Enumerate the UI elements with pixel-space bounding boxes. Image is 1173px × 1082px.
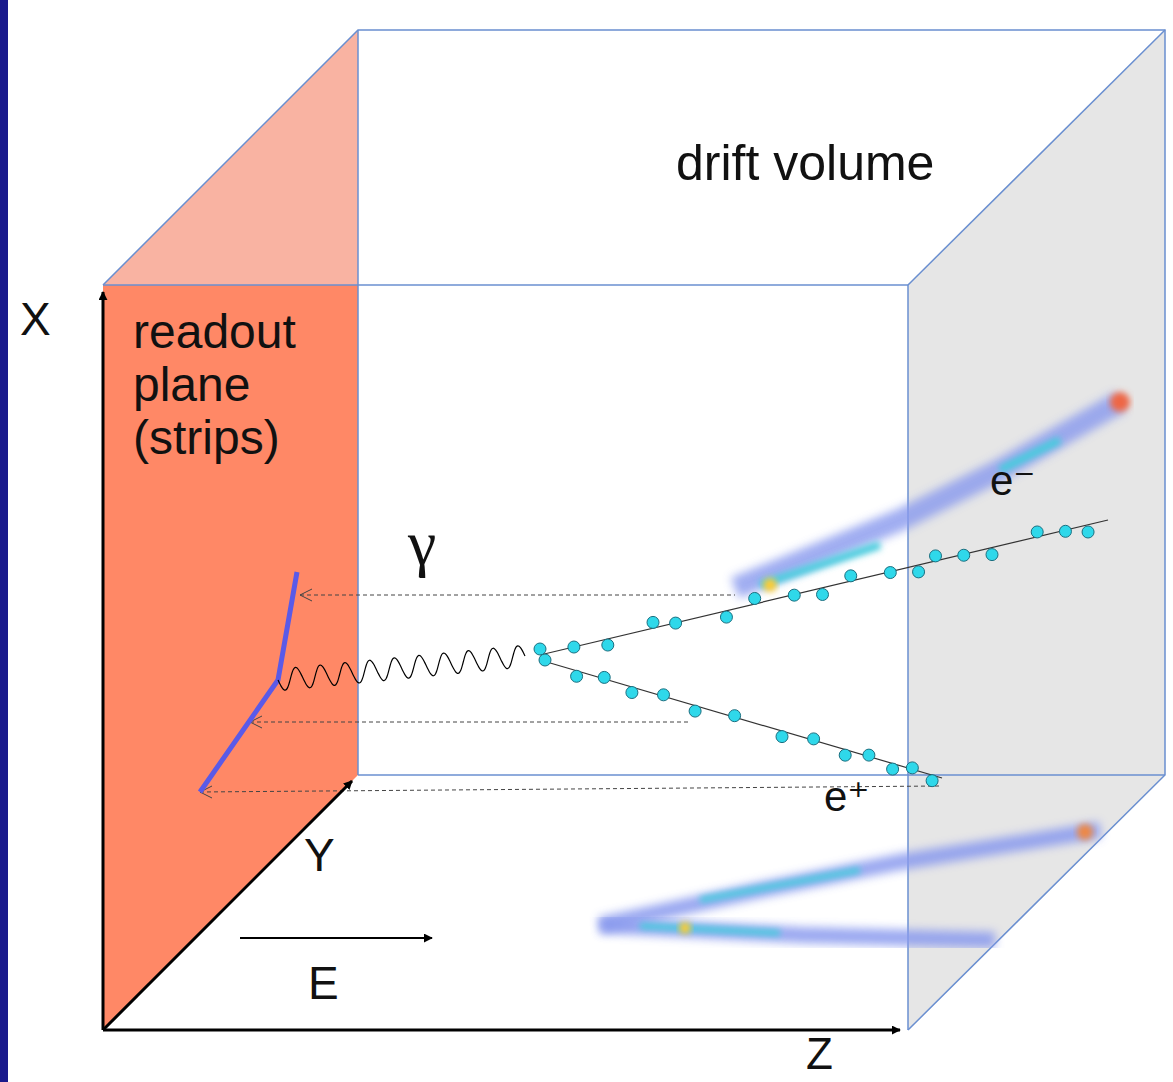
electron-track — [540, 520, 1108, 655]
axes — [103, 292, 900, 1030]
hit-point — [626, 687, 638, 699]
hit-point — [1059, 525, 1071, 537]
strip-projection — [200, 572, 297, 792]
particle-label: γ — [408, 508, 436, 578]
hit-point — [788, 589, 800, 601]
particle-label: e⁻ — [990, 458, 1036, 504]
readout-plane — [103, 285, 358, 1030]
hit-point — [749, 592, 761, 604]
hit-point — [568, 641, 580, 653]
hit-point — [808, 733, 820, 745]
hit-point — [689, 705, 701, 717]
hit-point — [845, 570, 857, 582]
axis-label: Z — [806, 1030, 833, 1078]
far-face — [908, 30, 1165, 1030]
plane-label: readout plane (strips) — [133, 306, 353, 464]
hit-point — [658, 689, 670, 701]
hit-point — [887, 763, 899, 775]
particle-label: e⁺ — [824, 774, 870, 820]
hit-point — [534, 643, 546, 655]
hit-point — [729, 710, 741, 722]
hit-point — [598, 671, 610, 683]
hit-point — [906, 762, 918, 774]
drift-lines — [200, 595, 940, 792]
hit-point — [839, 749, 851, 761]
hit-point — [776, 731, 788, 743]
hit-point — [571, 670, 583, 682]
hit-point — [1082, 526, 1094, 538]
photon-wave — [278, 646, 525, 690]
hit-point — [884, 567, 896, 579]
hit-point — [930, 550, 942, 562]
hit-point — [926, 775, 938, 787]
hit-point — [958, 549, 970, 561]
field-label: E — [308, 958, 339, 1009]
side-bar — [0, 0, 8, 1082]
axis-label: X — [20, 294, 51, 345]
cube-edges — [103, 30, 1165, 1030]
volume-label: drift volume — [676, 136, 934, 191]
hit-point — [539, 654, 551, 666]
hit-point — [817, 589, 829, 601]
hit-points — [534, 525, 1094, 786]
axis-label: Y — [304, 830, 335, 881]
positron-track — [540, 660, 942, 778]
hit-point — [913, 566, 925, 578]
hit-point — [602, 639, 614, 651]
hit-point — [670, 617, 682, 629]
projection-image — [600, 392, 1140, 940]
hit-point — [863, 749, 875, 761]
hit-point — [647, 616, 659, 628]
field-arrow — [240, 937, 432, 939]
hit-point — [720, 611, 732, 623]
hit-point — [1031, 526, 1043, 538]
hit-point — [986, 549, 998, 561]
